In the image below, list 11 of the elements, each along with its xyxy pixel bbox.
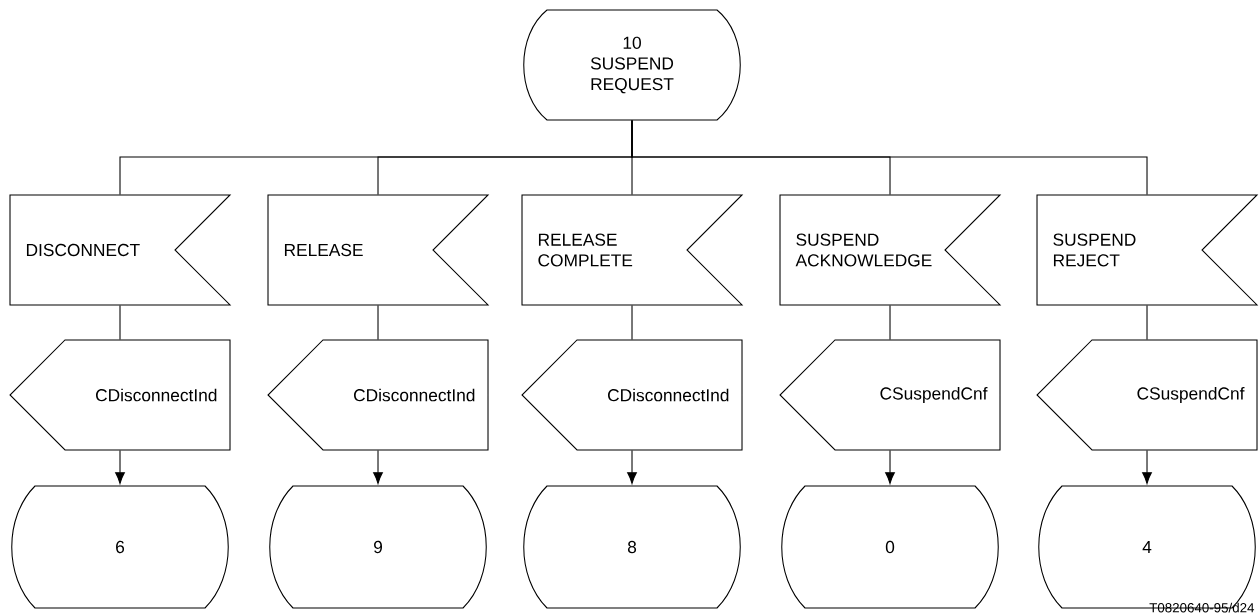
connector xyxy=(631,120,1148,195)
connector xyxy=(627,450,637,484)
connector xyxy=(631,305,633,340)
connector xyxy=(119,305,121,340)
connector xyxy=(1142,450,1152,484)
connector xyxy=(377,305,379,340)
connector xyxy=(889,305,891,340)
connector xyxy=(885,450,895,484)
connector xyxy=(373,450,383,484)
connector xyxy=(115,450,125,484)
connector xyxy=(1146,305,1148,340)
